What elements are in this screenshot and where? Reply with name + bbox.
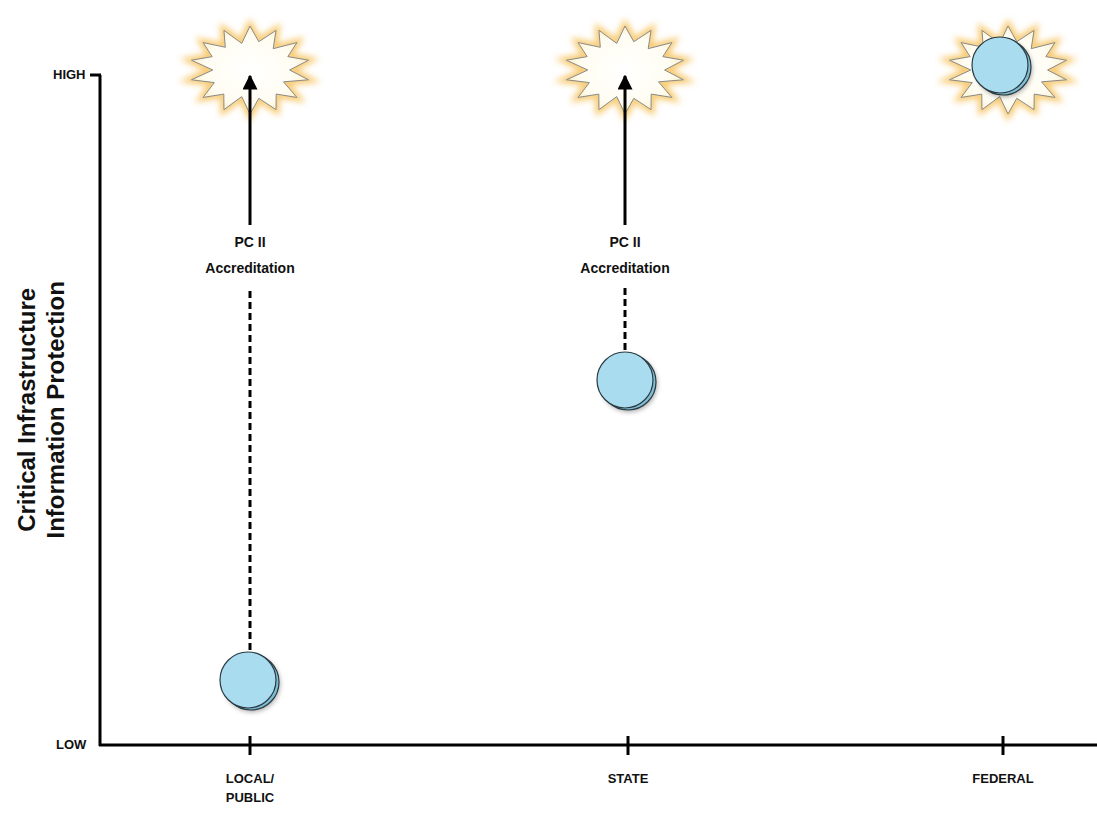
- category-label: LOCAL/ PUBLIC: [214, 770, 286, 808]
- axis-tick: [90, 74, 101, 77]
- axis-tick-label: HIGH: [53, 67, 86, 83]
- category-label: STATE: [583, 770, 673, 789]
- y-axis: [99, 75, 102, 746]
- dot-group: [220, 37, 1032, 712]
- starburst-group: [192, 26, 1067, 114]
- axis-tick: [249, 736, 252, 755]
- axis-tick-label: LOW: [56, 737, 86, 753]
- arrow: [249, 76, 252, 225]
- dashed-line: [624, 288, 627, 350]
- position-dot: [972, 37, 1028, 93]
- arrow-label: PC II Accreditation: [571, 229, 679, 282]
- arrow: [624, 76, 627, 225]
- axis-title: Critical Infrastructure Information Prot…: [13, 260, 71, 560]
- category-label: FEDERAL: [953, 770, 1053, 789]
- axis-tick: [627, 736, 630, 755]
- dashed-line: [249, 288, 252, 650]
- position-dot: [220, 652, 276, 708]
- starburst: [950, 26, 1067, 114]
- position-dot: [597, 352, 653, 408]
- arrow-label: PC II Accreditation: [196, 229, 304, 282]
- axis-tick: [1002, 736, 1005, 755]
- starburst-glow: [950, 26, 1067, 114]
